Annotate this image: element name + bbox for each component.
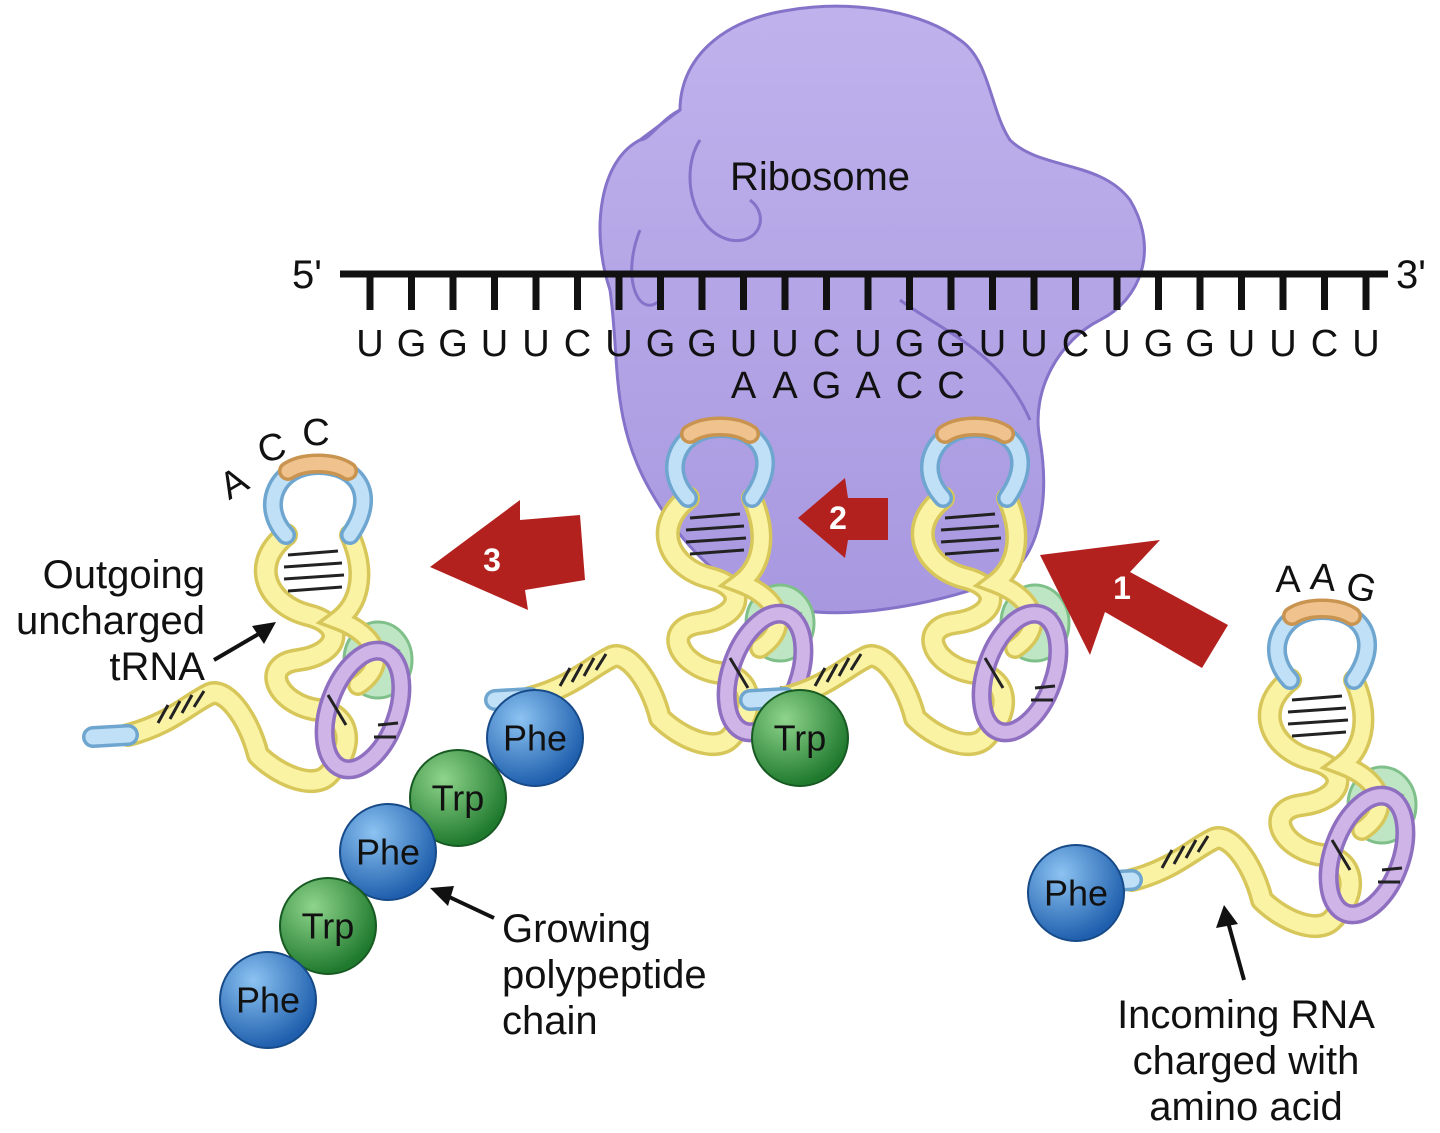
outgoing-label-line-3: tRNA	[109, 645, 205, 689]
growing-label-line-2: polypeptide	[502, 953, 707, 997]
a-site-bead	[751, 689, 849, 787]
chain-bead-label: Phe	[236, 980, 300, 1021]
outgoing-anticodon-base: C	[302, 412, 329, 454]
mrna-base: U	[730, 323, 757, 365]
incoming-label-line-2: charged with	[1133, 1039, 1360, 1083]
mrna-base: U	[605, 323, 632, 365]
paired-anticodon-base: A	[731, 365, 757, 407]
mrna-base: U	[1352, 323, 1379, 365]
three-prime-label: 3'	[1396, 253, 1426, 297]
step-arrow-1: 1	[1040, 540, 1228, 668]
growing-label-line-3: chain	[502, 999, 598, 1043]
incoming-anticodon-base: A	[1275, 559, 1301, 601]
step-arrow-3: 3	[430, 500, 585, 610]
mrna-base: U	[1228, 323, 1255, 365]
mrna-base: U	[854, 323, 881, 365]
amino-acid-trp: Trp	[751, 689, 849, 787]
growing-chain-label: Growing polypeptide chain	[502, 907, 707, 1043]
chain-bead	[339, 803, 437, 901]
chain-bead-label: Phe	[503, 718, 567, 759]
incoming-anticodon-base: A	[1309, 556, 1339, 600]
mrna-base: G	[687, 323, 717, 365]
five-prime-label: 5'	[292, 253, 322, 297]
paired-anticodon-base: G	[812, 365, 842, 407]
mrna-base: U	[1020, 323, 1047, 365]
amino-acid-phe: Phe	[486, 689, 584, 787]
incoming-label-line-3: amino acid	[1149, 1085, 1342, 1128]
mrna-base: C	[1062, 323, 1089, 365]
incoming-trna-label: Incoming RNA charged with amino acid	[1117, 993, 1375, 1129]
mrna-base: G	[397, 323, 427, 365]
mrna-base: G	[646, 323, 676, 365]
chain-bead-label: Phe	[356, 832, 420, 873]
ribosome-label: Ribosome	[730, 155, 910, 199]
mrna-base: U	[522, 323, 549, 365]
step-arrow-2: 2	[798, 478, 888, 558]
chain-bead	[219, 951, 317, 1049]
outgoing-anticodon-base: A	[213, 459, 257, 508]
outgoing-anticodon-base: C	[253, 425, 290, 473]
outgoing-label-line-1: Outgoing	[43, 553, 205, 597]
chain-bead-label: Trp	[432, 778, 485, 819]
ribosome: Ribosome	[598, 4, 1146, 615]
paired-anticodon-base: C	[937, 365, 964, 407]
mrna-base: U	[356, 323, 383, 365]
amino-acid-phe: Phe	[219, 951, 317, 1049]
mrna-base: C	[813, 323, 840, 365]
amino-acid-phe: Phe	[1027, 844, 1125, 942]
trna-incoming	[1097, 609, 1420, 927]
incoming-bead	[1027, 844, 1125, 942]
mrna-base: C	[564, 323, 591, 365]
step-1-number: 1	[1113, 570, 1131, 606]
mrna-base: G	[895, 323, 925, 365]
growing-label-line-1: Growing	[502, 907, 651, 951]
step-2-number: 2	[829, 500, 847, 536]
paired-anticodon-base: C	[896, 365, 923, 407]
amino-acid-phe: Phe	[339, 803, 437, 901]
paired-anticodon-base: A	[772, 365, 798, 407]
mrna-base: U	[1269, 323, 1296, 365]
mrna-base: G	[1185, 323, 1215, 365]
amino-acid-trp: Trp	[279, 877, 377, 975]
mrna-base: C	[1311, 323, 1338, 365]
mrna-base: G	[1144, 323, 1174, 365]
chain-bead	[279, 877, 377, 975]
incoming-bead-label: Phe	[1044, 873, 1108, 914]
incoming-anticodon-base: G	[1341, 564, 1380, 612]
mrna-base: U	[771, 323, 798, 365]
mrna-base: G	[936, 323, 966, 365]
chain-bead	[409, 749, 507, 847]
annotation-arrows	[212, 622, 1246, 981]
mrna-base: U	[979, 323, 1006, 365]
mrna-base: G	[438, 323, 468, 365]
outgoing-trna-label: Outgoing uncharged tRNA	[16, 553, 205, 689]
incoming-label-line-1: Incoming RNA	[1117, 993, 1375, 1037]
outgoing-label-line-2: uncharged	[16, 599, 205, 643]
step-3-number: 3	[483, 542, 501, 578]
mrna-base: U	[481, 323, 508, 365]
mrna-base: U	[1103, 323, 1130, 365]
paired-anticodon-base: A	[855, 365, 881, 407]
a-site-bead-label: Trp	[774, 718, 827, 759]
chain-bead-label: Trp	[302, 906, 355, 947]
chain-bead	[486, 689, 584, 787]
amino-acid-trp: Trp	[409, 749, 507, 847]
